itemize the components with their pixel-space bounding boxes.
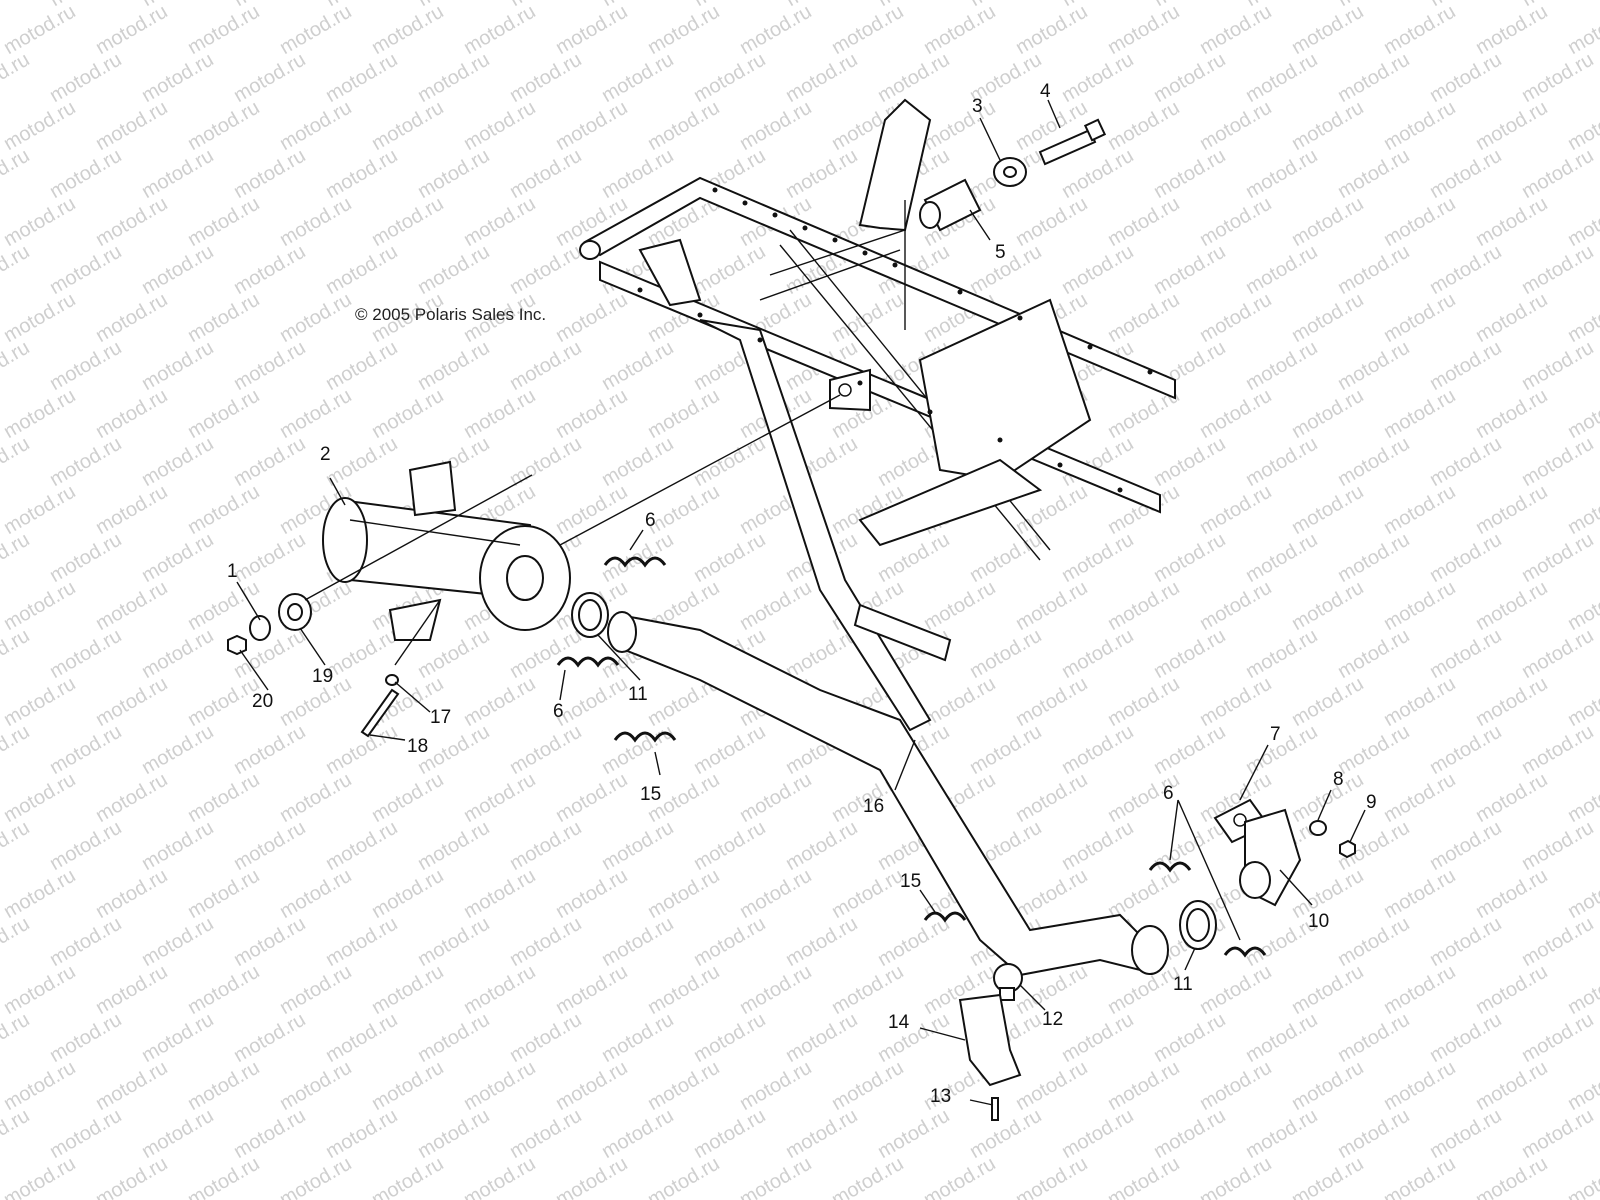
- exhaust-head-pipe: [607, 611, 1169, 977]
- callout-11a: 11: [628, 684, 648, 705]
- callout-3: 3: [972, 96, 983, 117]
- callout-11b: 11: [1173, 974, 1193, 995]
- callout-10: 10: [1308, 911, 1329, 932]
- copyright-text: © 2005 Polaris Sales Inc.: [355, 305, 546, 324]
- callout-9: 9: [1366, 792, 1377, 813]
- hardware-parts: [227, 118, 1356, 1121]
- muffler: [322, 460, 571, 641]
- callout-6c: 6: [1163, 783, 1174, 804]
- callout-17: 17: [430, 707, 451, 728]
- callout-19: 19: [312, 666, 333, 687]
- callout-16: 16: [863, 796, 884, 817]
- callout-6a: 6: [645, 510, 656, 531]
- callout-15a: 15: [640, 784, 661, 805]
- callout-2: 2: [320, 444, 331, 465]
- callout-4: 4: [1040, 81, 1051, 102]
- callout-labels: 1 2 3 4 5 6 6 6 7 8 9 10 11 11 12 13 14 …: [227, 81, 1377, 1107]
- callout-6b: 6: [553, 701, 564, 722]
- callout-15b: 15: [900, 871, 921, 892]
- leader-lines: [236, 99, 1366, 1106]
- callout-18: 18: [407, 736, 428, 757]
- frame-assembly: [579, 98, 1176, 732]
- callout-1: 1: [227, 561, 238, 582]
- callout-8: 8: [1333, 769, 1344, 790]
- callout-7: 7: [1270, 724, 1281, 745]
- callout-5: 5: [995, 242, 1006, 263]
- callout-12: 12: [1042, 1009, 1063, 1030]
- callout-13: 13: [930, 1086, 951, 1107]
- callout-20: 20: [252, 691, 273, 712]
- callout-14: 14: [888, 1012, 910, 1033]
